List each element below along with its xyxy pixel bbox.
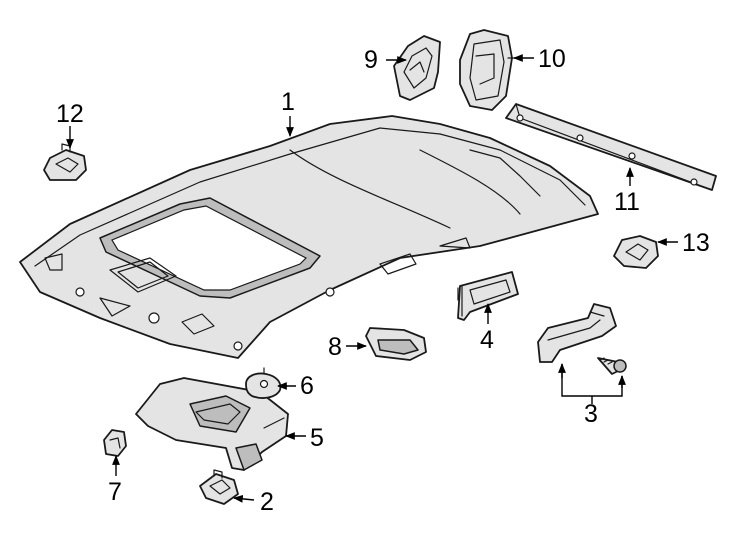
roof-rail-part[interactable]: [505, 103, 717, 191]
callout-2: 2: [260, 488, 274, 516]
callout-3: 3: [584, 400, 598, 428]
cap-part[interactable]: [245, 367, 282, 399]
headliner-part[interactable]: [19, 115, 599, 359]
clip-13-part[interactable]: [613, 235, 659, 269]
callout-6: 6: [300, 372, 314, 400]
callout-5: 5: [310, 424, 324, 452]
callout-13: 13: [682, 229, 710, 257]
grab-handle-part[interactable]: [537, 303, 617, 363]
callout-7: 7: [108, 478, 122, 506]
dome-light-part[interactable]: [365, 327, 427, 361]
screw-part[interactable]: [597, 357, 627, 375]
sun-visor-part[interactable]: [135, 377, 289, 471]
callout-12: 12: [56, 100, 84, 128]
clip-part[interactable]: [199, 469, 239, 505]
console-frame-part[interactable]: [393, 35, 441, 101]
callout-9: 9: [364, 46, 378, 74]
callout-1: 1: [281, 88, 295, 116]
bracket-part[interactable]: [457, 271, 519, 321]
leader-2: [233, 494, 255, 503]
callouts: 1 2 3 4 5 6 7 8 9 10 11 12 13: [56, 45, 710, 516]
callout-8: 8: [328, 333, 342, 361]
callout-4: 4: [480, 326, 494, 354]
callout-10: 10: [538, 45, 566, 73]
hook-part[interactable]: [103, 429, 127, 457]
callout-11: 11: [614, 188, 640, 216]
leader-lines: [66, 54, 678, 503]
clip-12-part[interactable]: [43, 143, 87, 181]
console-panel-part[interactable]: [459, 29, 515, 111]
